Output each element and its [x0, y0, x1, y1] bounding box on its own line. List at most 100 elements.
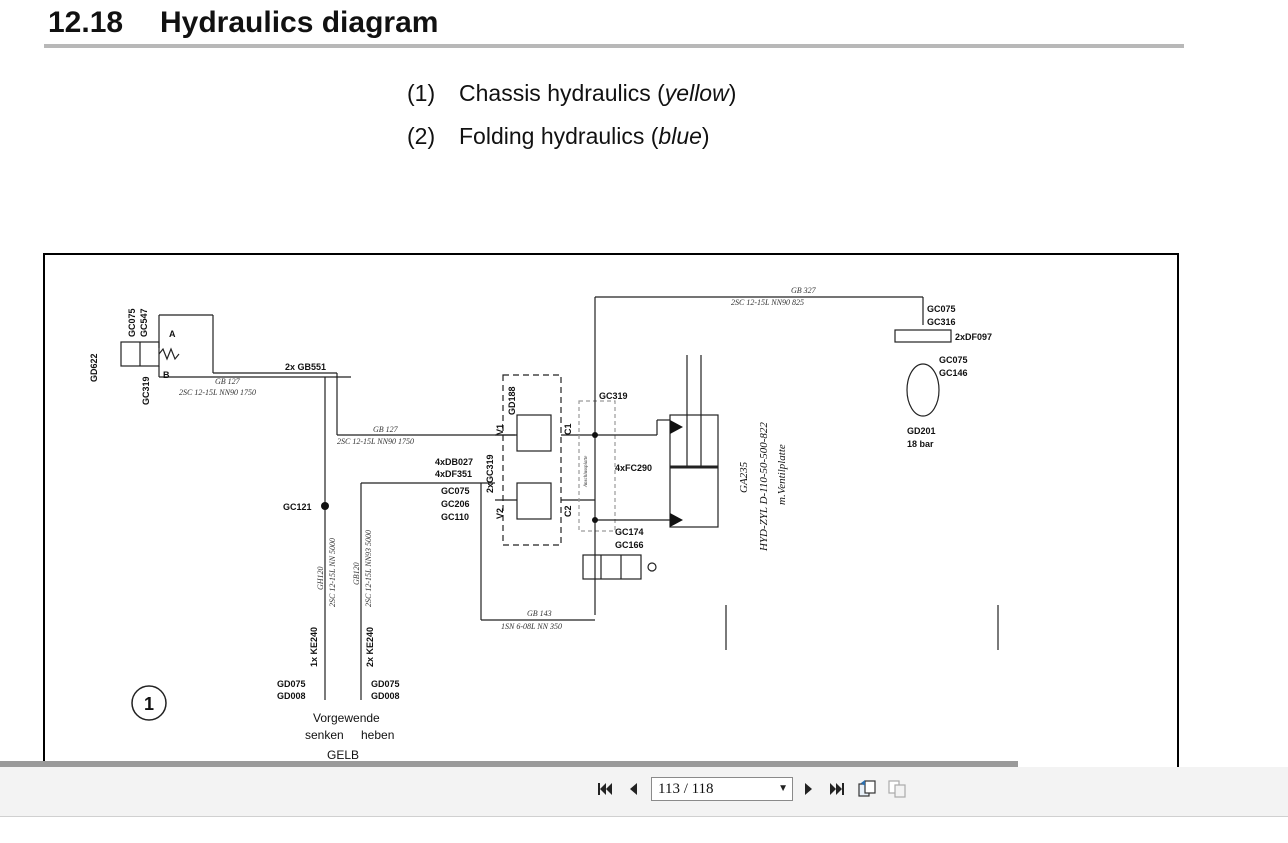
legend-text: Chassis hydraulics (	[459, 80, 665, 106]
label-heben: heben	[361, 728, 394, 742]
lock-valve	[582, 554, 642, 580]
single-page-view-icon	[888, 780, 906, 798]
label-hose-top: 2SC 12-15L NN90 825	[731, 298, 804, 307]
legend-color-word: yellow	[664, 80, 729, 106]
legend-text: Folding hydraulics (	[459, 123, 659, 149]
label-gb120: GB120	[352, 562, 361, 585]
label-hose-right-vertical: 2SC 12-15L NN93 5000	[364, 530, 373, 607]
label-gc146: GC146	[939, 368, 968, 378]
valve-spring	[158, 347, 180, 361]
label-cylinder-spec: HYD-ZYL D-110-50-500-822	[758, 422, 770, 552]
label-gc121: GC121	[283, 502, 312, 512]
label-c2: C2	[563, 505, 573, 517]
legend-index: (2)	[407, 123, 436, 149]
legend-item-folding: (2)Folding hydraulics (blue)	[407, 123, 710, 150]
chevron-down-icon: ▼	[778, 783, 788, 794]
legend-color-word: blue	[658, 123, 702, 149]
label-gc174: GC174	[615, 527, 644, 537]
page-number-select[interactable]: 113 / 118 ▼	[651, 777, 793, 801]
first-page-icon	[598, 783, 612, 795]
viewer-toolbar	[0, 767, 1288, 816]
label-gd622: GD622	[89, 353, 99, 382]
label-gb127-left: GB 127	[215, 377, 241, 386]
junction-c1	[592, 432, 598, 438]
label-gc110: GC110	[441, 512, 469, 522]
hydraulic-cylinder	[669, 414, 719, 528]
two-page-view-icon	[858, 780, 876, 797]
valve-block-outline	[502, 374, 562, 546]
label-gc316: GC316	[927, 317, 956, 327]
label-gc319: GC319	[141, 376, 151, 405]
label-v1: V1	[495, 424, 505, 435]
label-v2: V2	[495, 508, 505, 519]
label-port-a: A	[169, 329, 176, 339]
heading-rule	[44, 44, 1184, 48]
label-gd188: GD188	[507, 386, 517, 415]
legend-item-chassis: (1) Chassis hydraulics (yellow)	[407, 80, 736, 107]
label-ga235: GA235	[738, 461, 750, 493]
label-senken: senken	[305, 728, 344, 742]
label-ke240-double: 2x KE240	[365, 627, 375, 667]
label-gb143: GB 143	[527, 609, 552, 618]
label-gc075-accumulator: GC075	[939, 355, 968, 365]
hydraulics-diagram: 1 GD622 GC075 GC547 A B GC319 2x GB551 G…	[43, 253, 1179, 773]
section-number: 12.18	[48, 6, 124, 39]
label-fc290: 4xFC290	[615, 463, 652, 473]
label-gd008-right: GD008	[371, 691, 400, 701]
last-page-button[interactable]	[826, 778, 848, 800]
label-gd075-left: GD075	[277, 679, 306, 689]
junction-c2	[592, 517, 598, 523]
cylinder-port-a	[670, 420, 683, 434]
legend-close: )	[728, 80, 737, 106]
label-valve-plate: m.Ventilplatte	[776, 444, 788, 505]
check-valve-2	[516, 482, 552, 520]
label-gc075-top: GC075	[927, 304, 956, 314]
label-gc075: GC075	[127, 308, 137, 337]
label-gc075-mid: GC075	[441, 486, 470, 496]
label-gb127-mid: GB 127	[373, 425, 399, 434]
two-page-view-button[interactable]	[856, 778, 878, 800]
first-page-button[interactable]	[594, 778, 616, 800]
toolbar-bottom-strip	[0, 816, 1288, 843]
next-page-button[interactable]	[798, 778, 820, 800]
label-gd075-right: GD075	[371, 679, 400, 689]
label-pressure: 18 bar	[907, 439, 934, 449]
circle-marker	[131, 685, 167, 721]
connection-plate	[578, 400, 616, 532]
check-valve-1	[516, 414, 552, 452]
junction-gc121	[321, 502, 329, 510]
label-gc547: GC547	[139, 308, 149, 337]
page-progress-bar	[0, 761, 1018, 767]
label-gc206: GC206	[441, 499, 470, 509]
filter-element	[894, 329, 952, 343]
label-connection-plate: Anschlussplatte	[584, 455, 589, 488]
label-hose-left-vertical: 2SC 12-15L NN 5000	[328, 538, 337, 607]
label-df351: 4xDF351	[435, 469, 472, 479]
label-gc319-x2: 2xGC319	[485, 454, 495, 493]
label-port-b: B	[163, 370, 170, 380]
previous-page-button[interactable]	[622, 778, 644, 800]
label-gc319-right: GC319	[599, 391, 628, 401]
legend-index: (1)	[407, 80, 436, 106]
circle-marker-label: 1	[144, 694, 154, 714]
single-page-view-button[interactable]	[886, 778, 908, 800]
accumulator	[906, 363, 940, 417]
label-vorgewende: Vorgewende	[313, 711, 380, 725]
label-gd201: GD201	[907, 426, 936, 436]
label-db027: 4xDB027	[435, 457, 473, 467]
label-ke240-single: 1x KE240	[309, 627, 319, 667]
next-page-icon	[805, 783, 812, 795]
page-number-value: 113 / 118	[658, 781, 714, 797]
label-hose-mid: 2SC 12-15L NN90 1750	[337, 437, 414, 446]
label-c1: C1	[563, 423, 573, 435]
label-gelb: GELB	[327, 748, 359, 762]
label-gb327: GB 327	[791, 286, 817, 295]
label-gd008-left: GD008	[277, 691, 306, 701]
label-hose-bottom: 1SN 6-08L NN 350	[501, 622, 562, 631]
cylinder-port-b	[670, 513, 683, 527]
previous-page-icon	[630, 783, 637, 795]
last-page-icon	[830, 783, 844, 795]
label-gh120: GH120	[316, 566, 325, 590]
label-gb551: 2x GB551	[285, 362, 326, 372]
